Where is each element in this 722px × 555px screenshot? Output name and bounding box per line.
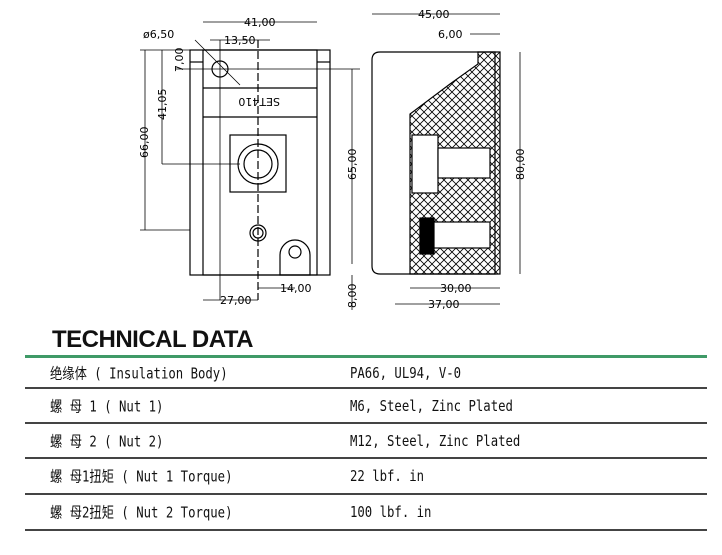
table-row: 螺 母2扭矩 ( Nut 2 Torque) 100 lbf. in bbox=[25, 495, 707, 531]
dim-hole-offset: 13,50 bbox=[224, 34, 256, 47]
section-title: TECHNICAL DATA bbox=[52, 326, 253, 353]
dim-41: 41,05 bbox=[156, 89, 169, 121]
technical-drawing: SET410 41,00 ø6,50 13,50 7,00 66,00 41,0… bbox=[138, 8, 527, 311]
dim-65: 65,00 bbox=[346, 149, 359, 181]
dim-side-width: 45,00 bbox=[418, 8, 450, 21]
row-value: M6, Steel, Zinc Plated bbox=[350, 396, 513, 415]
table-row: 螺 母 1 ( Nut 1) M6, Steel, Zinc Plated bbox=[25, 389, 707, 424]
title-divider bbox=[25, 355, 707, 358]
table-row: 螺 母 2 ( Nut 2) M12, Steel, Zinc Plated bbox=[25, 424, 707, 459]
row-value: 100 lbf. in bbox=[350, 503, 432, 521]
dim-side-6: 6,00 bbox=[438, 28, 463, 41]
dim-side-height: 80,00 bbox=[514, 149, 527, 181]
table-row: 螺 母1扭矩 ( Nut 1 Torque) 22 lbf. in bbox=[25, 459, 707, 495]
dim-hole-dia: ø6,50 bbox=[143, 28, 174, 41]
dim-8: 8,00 bbox=[346, 284, 359, 309]
dim-14: 14,00 bbox=[280, 282, 312, 295]
dim-27: 27,00 bbox=[220, 294, 252, 307]
dim-side-37: 37,00 bbox=[428, 298, 460, 311]
row-label: 绝缘体 ( Insulation Body) bbox=[50, 364, 228, 382]
logo-text: SET410 bbox=[238, 95, 280, 108]
row-value: PA66, UL94, V-0 bbox=[350, 363, 462, 382]
front-view: SET410 41,00 ø6,50 13,50 7,00 66,00 41,0… bbox=[138, 16, 360, 310]
row-value: 22 lbf. in bbox=[350, 467, 425, 485]
dim-66: 66,00 bbox=[138, 127, 151, 159]
row-value: M12, Steel, Zinc Plated bbox=[350, 431, 521, 450]
row-label: 螺 母1扭矩 ( Nut 1 Torque) bbox=[50, 467, 233, 486]
dim-width: 41,00 bbox=[244, 16, 276, 29]
table-row: 绝缘体 ( Insulation Body) PA66, UL94, V-0 bbox=[25, 358, 707, 389]
dim-top-small: 7,00 bbox=[173, 48, 186, 73]
dim-side-30: 30,00 bbox=[440, 282, 472, 295]
side-view: 45,00 6,00 80,00 30,00 37,00 bbox=[371, 8, 527, 311]
row-label: 螺 母 2 ( Nut 2) bbox=[50, 432, 164, 450]
row-label: 螺 母2扭矩 ( Nut 2 Torque) bbox=[50, 503, 233, 522]
row-label: 螺 母 1 ( Nut 1) bbox=[50, 397, 164, 415]
